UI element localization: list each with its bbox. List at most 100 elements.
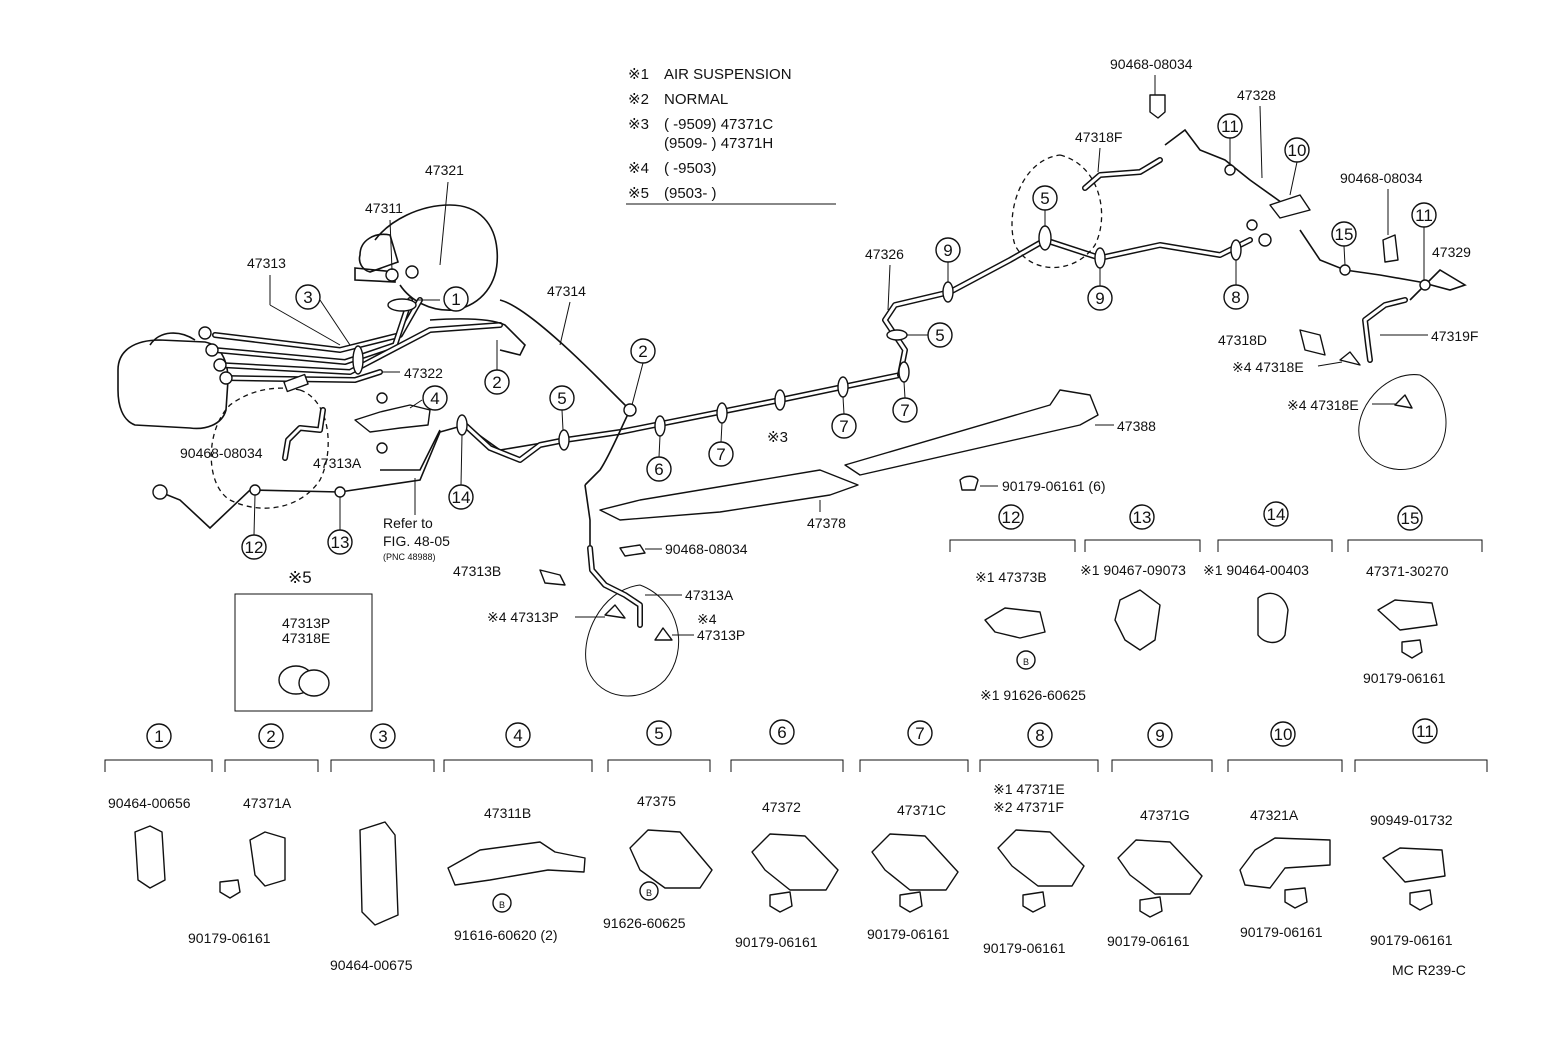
rear-left-wheel (539, 544, 680, 697)
clip-nut (959, 475, 979, 491)
footer-code: MC R239-C (1392, 962, 1466, 978)
pipe-clamp (837, 376, 849, 398)
callout-11b: 11 (1411, 202, 1437, 280)
bracket-47311b-detail (447, 841, 586, 886)
svg-text:1: 1 (154, 727, 163, 746)
pipe-clamp (623, 403, 637, 417)
detail-15: 15 47371-30270 90179-06161 (1347, 505, 1483, 686)
rear-brake-pipe (882, 237, 1253, 378)
bolt-47318d (1299, 329, 1326, 356)
svg-text:5: 5 (654, 724, 663, 743)
pipe-clamp (1339, 264, 1351, 276)
callout-2b: 2 (630, 338, 656, 406)
detail-10-fastener: 90179-06161 (1240, 924, 1323, 940)
pipe-clamp (456, 414, 468, 436)
detail-8: 8 ※1 47371E ※2 47371F 90179-06161 (979, 722, 1099, 956)
rear-right-upper-outline (1011, 154, 1103, 268)
flare-nut (385, 268, 399, 282)
clamp-47371a (249, 831, 286, 887)
detail-5-fastener: 91626-60625 (603, 915, 686, 931)
svg-text:8: 8 (1035, 726, 1044, 745)
pipe-clamp (898, 361, 910, 383)
detail-11-part: 90949-01732 (1370, 812, 1453, 828)
pipe-clamp (334, 486, 346, 498)
note-text-4: ( -9503) (664, 160, 717, 177)
clip-90464-00675 (359, 821, 399, 926)
label-47313p-b2: 47313P (697, 627, 745, 643)
detail-row-bottom: 1 90464-00656 2 47371A 90179-06161 3 904… (104, 718, 1488, 973)
label-47318f: 47318F (1075, 129, 1122, 145)
detail-9-fastener: 90179-06161 (1107, 933, 1190, 949)
pipe-clamp (654, 415, 666, 437)
detail-6-fastener: 90179-06161 (735, 934, 818, 950)
flex-hose-front-left (282, 407, 326, 461)
label-47318d: 47318D (1218, 332, 1267, 348)
detail-2-fastener: 90179-06161 (188, 930, 271, 946)
clamp-47371g (1117, 839, 1203, 895)
svg-text:2: 2 (492, 373, 501, 392)
detail-3: 3 90464-00675 (330, 723, 435, 973)
label-47313p-a: ※4 47313P (487, 609, 559, 625)
bracket-47311b (354, 404, 431, 433)
detail-9-part: 47371G (1140, 807, 1190, 823)
detail-12-part: ※1 47373B (975, 569, 1047, 585)
box5-line1: 47313P (282, 615, 330, 631)
abs-actuator-top (149, 332, 196, 346)
note-mark-5: ※5 (628, 185, 649, 202)
callout-3: 3 (295, 284, 351, 346)
flare-nut (219, 371, 233, 385)
detail-15-fastener: 90179-06161 (1363, 670, 1446, 686)
pipe-clamp (716, 402, 728, 424)
svg-text:5: 5 (935, 326, 944, 345)
label-refer-2: FIG. 48-05 (383, 533, 450, 549)
note-text-1: AIR SUSPENSION (664, 66, 792, 83)
label-47322: 47322 (404, 365, 443, 381)
svg-text:B: B (646, 888, 652, 898)
flex-hose-rear-right (1362, 297, 1408, 363)
svg-text:13: 13 (1133, 508, 1152, 527)
svg-text:B: B (1023, 657, 1029, 667)
callout-5b: 5 (907, 322, 953, 348)
flare-nut (1246, 219, 1258, 231)
label-47329: 47329 (1432, 244, 1471, 260)
master-cylinder-assembly (117, 204, 631, 430)
nut-90179 (1139, 896, 1163, 918)
detail-11: 11 90949-01732 90179-06161 (1354, 718, 1488, 948)
label-47388: 47388 (1117, 418, 1156, 434)
svg-text:7: 7 (716, 445, 725, 464)
pipe-to-rear-left (584, 409, 631, 486)
label-47326: 47326 (865, 246, 904, 262)
nut-90179 (219, 879, 241, 899)
detail-14-part: ※1 90464-00403 (1203, 562, 1309, 578)
note-mark-1: ※1 (628, 66, 649, 83)
diagram-callouts: 1 2 2 3 4 5 5 5 6 7 7 7 8 9 9 10 11 11 1… (241, 113, 1437, 560)
abs-actuator-outline (117, 339, 229, 430)
detail-12-fastener: ※1 91626-60625 (980, 687, 1086, 703)
flare-nut (205, 343, 219, 357)
detail-3-part: 90464-00675 (330, 957, 413, 973)
clip-90467 (1114, 589, 1161, 651)
label-47313b: 47313B (453, 563, 501, 579)
svg-text:5: 5 (1040, 189, 1049, 208)
clip-47318e (1394, 394, 1413, 409)
detail-4-part: 47311B (484, 805, 531, 821)
label-47313a-left: 47313A (313, 455, 362, 471)
nut-90179 (899, 891, 923, 913)
svg-text:3: 3 (378, 727, 387, 746)
svg-text:1: 1 (451, 290, 460, 309)
label-90179-6: 90179-06161 (6) (1002, 478, 1106, 494)
svg-text:8: 8 (1231, 288, 1240, 307)
svg-text:7: 7 (900, 401, 909, 420)
detail-15-part: 47371-30270 (1366, 563, 1449, 579)
label-47313a-mid: 47313A (685, 587, 734, 603)
pipe-clamp (774, 389, 786, 411)
svg-text:15: 15 (1401, 509, 1420, 528)
note-mark-2: ※2 (628, 91, 649, 108)
pipe-clamp (1419, 279, 1431, 291)
pipe-rear-right-run (1299, 229, 1467, 301)
callout-15: 15 (1331, 221, 1357, 266)
detail-8-part: ※1 47371E (993, 781, 1065, 797)
detail-11-fastener: 90179-06161 (1370, 932, 1453, 948)
reservoir-outline (358, 233, 399, 273)
clip-47313p (604, 604, 626, 619)
